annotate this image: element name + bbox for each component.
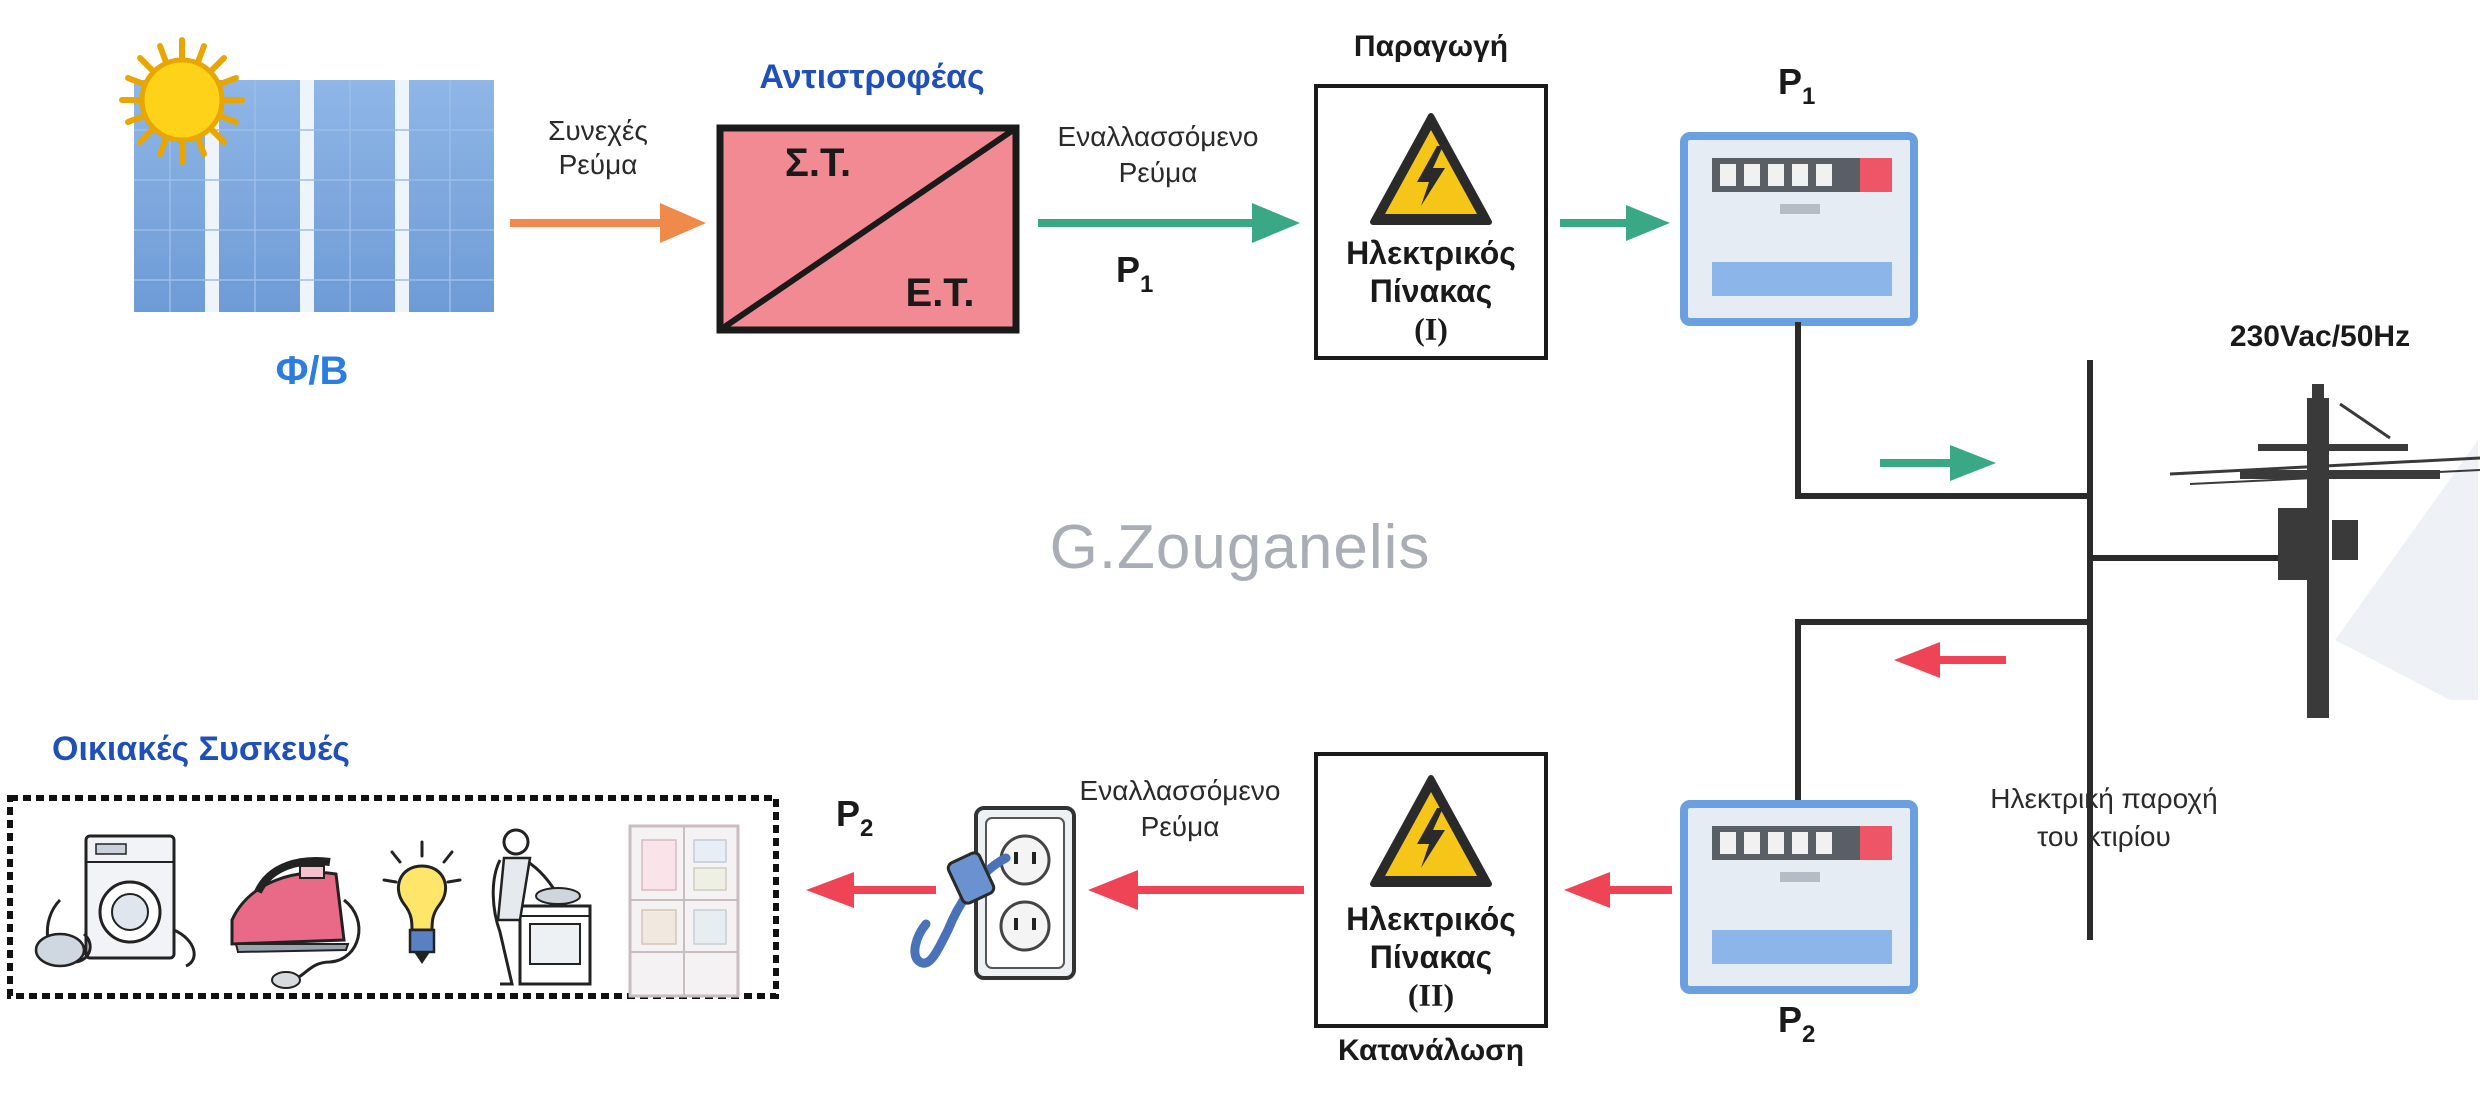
appliances-title: Οικιακές Συσκευές	[52, 730, 350, 768]
import-from-grid-arrow	[1894, 642, 2006, 678]
utility-pole-icon	[2169, 384, 2480, 718]
refrigerator-icon	[628, 824, 740, 998]
production-panel-line2: Πίνακας	[1370, 273, 1493, 309]
consumption-panel-line1: Ηλεκτρικός	[1346, 901, 1516, 937]
ac-current-top-line1: Εναλλασσόμενο	[1058, 121, 1259, 152]
warning-lightning-icon	[1370, 775, 1492, 887]
p2-power-label: P2	[836, 793, 873, 842]
inverter-dc-label: Σ.Τ.	[785, 141, 851, 185]
light-bulb-icon	[382, 840, 462, 964]
ac-to-appliances-arrow	[806, 872, 936, 908]
ac-production-arrow	[1038, 203, 1300, 243]
watermark: G.Zouganelis	[1050, 513, 1431, 582]
consumption-panel-line3: (ΙΙ)	[1408, 977, 1454, 1013]
export-to-grid-arrow	[1880, 445, 1996, 481]
cooking-stove-icon	[491, 828, 592, 986]
ac-current-bottom-line1: Εναλλασσόμενο	[1080, 775, 1281, 806]
dc-current-label-line2: Ρεύμα	[559, 149, 638, 180]
iron-icon	[230, 857, 361, 989]
meter2-label: P2	[1778, 999, 1815, 1048]
solar-panel-icon	[134, 80, 494, 312]
p1-power-label: P1	[1116, 249, 1153, 298]
production-title: Παραγωγή	[1354, 30, 1508, 63]
inverter-ac-label: Ε.Τ.	[906, 271, 975, 315]
ac-to-panel2-arrow	[1564, 872, 1672, 908]
sun-icon	[119, 37, 245, 165]
wall-outlet-plug-icon	[910, 806, 1076, 980]
dc-current-label-line1: Συνεχές	[548, 115, 648, 146]
warning-lightning-icon	[1370, 113, 1492, 225]
grid-voltage-label: 230Vac/50Hz	[2230, 320, 2410, 353]
grid-supply-line2: του κτιρίου	[2037, 821, 2171, 852]
inverter-box	[716, 124, 1020, 334]
ac-to-meter1-arrow	[1560, 205, 1670, 241]
washing-machine-icon	[34, 834, 196, 968]
electric-meter-icon	[1680, 800, 1918, 994]
inverter-title: Αντιστροφέας	[759, 58, 984, 96]
ac-consumption-arrow	[1088, 870, 1304, 910]
dc-current-arrow	[510, 203, 706, 243]
ac-current-bottom-line2: Ρεύμα	[1141, 811, 1220, 842]
grid-supply-line1: Ηλεκτρική παροχή	[1990, 783, 2217, 814]
consumption-title: Κατανάλωση	[1338, 1034, 1524, 1067]
production-panel-line1: Ηλεκτρικός	[1346, 235, 1516, 271]
ac-current-top-line2: Ρεύμα	[1119, 157, 1198, 188]
pv-label: Φ/Β	[276, 349, 349, 393]
consumption-panel-line2: Πίνακας	[1370, 939, 1493, 975]
production-panel-line3: (Ι)	[1414, 311, 1448, 347]
meter1-label: P1	[1778, 61, 1815, 110]
electric-meter-icon	[1680, 132, 1918, 326]
